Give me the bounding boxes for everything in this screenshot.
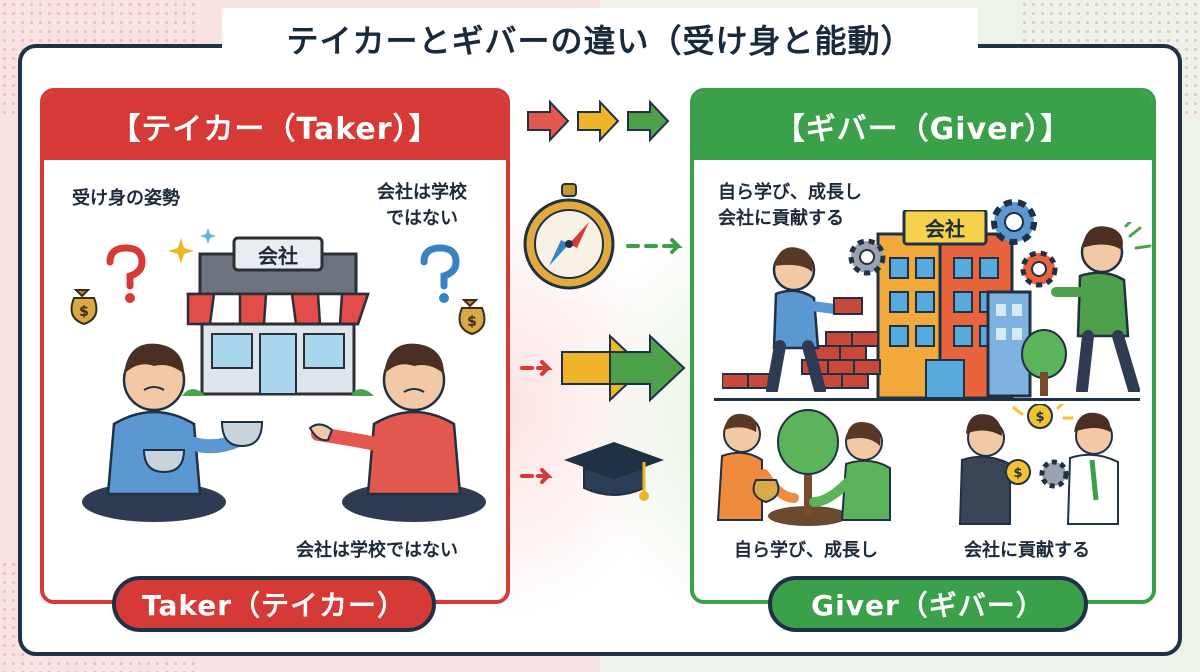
taker-person-blue bbox=[82, 343, 264, 522]
building-sign: 会社 bbox=[925, 216, 965, 241]
giver-label-top-line1: 自ら学び、成長し bbox=[718, 182, 862, 203]
svg-text:$: $ bbox=[467, 314, 477, 330]
taker-label-passive: 受け身の姿勢 bbox=[72, 188, 180, 209]
coin-scene: $ $ bbox=[958, 404, 1119, 525]
gear-icon bbox=[991, 199, 1037, 245]
giver-label-bottom-left: 自ら学び、成長し bbox=[734, 540, 878, 561]
giver-panel: 【ギバー（Giver）】 自ら学び、成長し 会社に貢献する 会社 bbox=[690, 88, 1156, 604]
giver-person-brick bbox=[766, 247, 863, 392]
gear-icon bbox=[848, 238, 886, 276]
giver-person-gear bbox=[1051, 222, 1152, 392]
building-illustration bbox=[876, 210, 1014, 400]
double-arrow-icon bbox=[520, 333, 686, 403]
graduation-cap-icon bbox=[520, 442, 664, 501]
giver-header: 【ギバー（Giver）】 bbox=[694, 92, 1152, 160]
giver-label-top: 自ら学び、成長し 会社に貢献する bbox=[718, 180, 862, 232]
giver-label-top-line2: 会社に貢献する bbox=[718, 208, 844, 229]
planting-scene bbox=[716, 409, 891, 526]
taker-label-not-school: 会社は学校 ではない bbox=[362, 180, 482, 232]
taker-label-not-school-line1: 会社は学校 bbox=[377, 182, 467, 203]
small-building-icon bbox=[986, 290, 1032, 398]
question-mark-icon bbox=[106, 244, 146, 303]
taker-panel: 【テイカー（Taker）】 受け身の姿勢 会社は学校 ではない 会社 bbox=[40, 88, 510, 604]
gear-icon bbox=[1020, 250, 1058, 288]
sparkle-icon bbox=[168, 228, 216, 264]
shop-illustration bbox=[182, 236, 374, 396]
compass-icon bbox=[523, 183, 683, 290]
taker-pill: Taker（テイカー） bbox=[112, 576, 436, 632]
giver-label-bottom-right: 会社に貢献する bbox=[964, 540, 1090, 561]
svg-text:$: $ bbox=[1035, 410, 1044, 425]
giver-divider bbox=[714, 398, 1140, 401]
brick-icon bbox=[722, 331, 881, 389]
taker-header: 【テイカー（Taker）】 bbox=[44, 92, 506, 160]
tree-icon bbox=[1021, 329, 1067, 396]
giver-pill: Giver（ギバー） bbox=[768, 576, 1088, 632]
money-bag-icon: $ bbox=[70, 289, 98, 326]
page-title: テイカーとギバーの違い（受け身と能動） bbox=[222, 8, 978, 70]
svg-text:$: $ bbox=[1013, 466, 1022, 481]
shop-sign: 会社 bbox=[258, 243, 298, 268]
taker-person-red bbox=[308, 343, 486, 522]
question-mark-icon bbox=[420, 244, 460, 303]
taker-label-not-school-line2: ではない bbox=[386, 208, 458, 229]
arrow-right-icon bbox=[527, 99, 670, 143]
svg-text:$: $ bbox=[79, 304, 89, 320]
taker-label-bottom: 会社は学校ではない bbox=[296, 540, 458, 561]
money-bag-icon: $ bbox=[458, 299, 486, 336]
